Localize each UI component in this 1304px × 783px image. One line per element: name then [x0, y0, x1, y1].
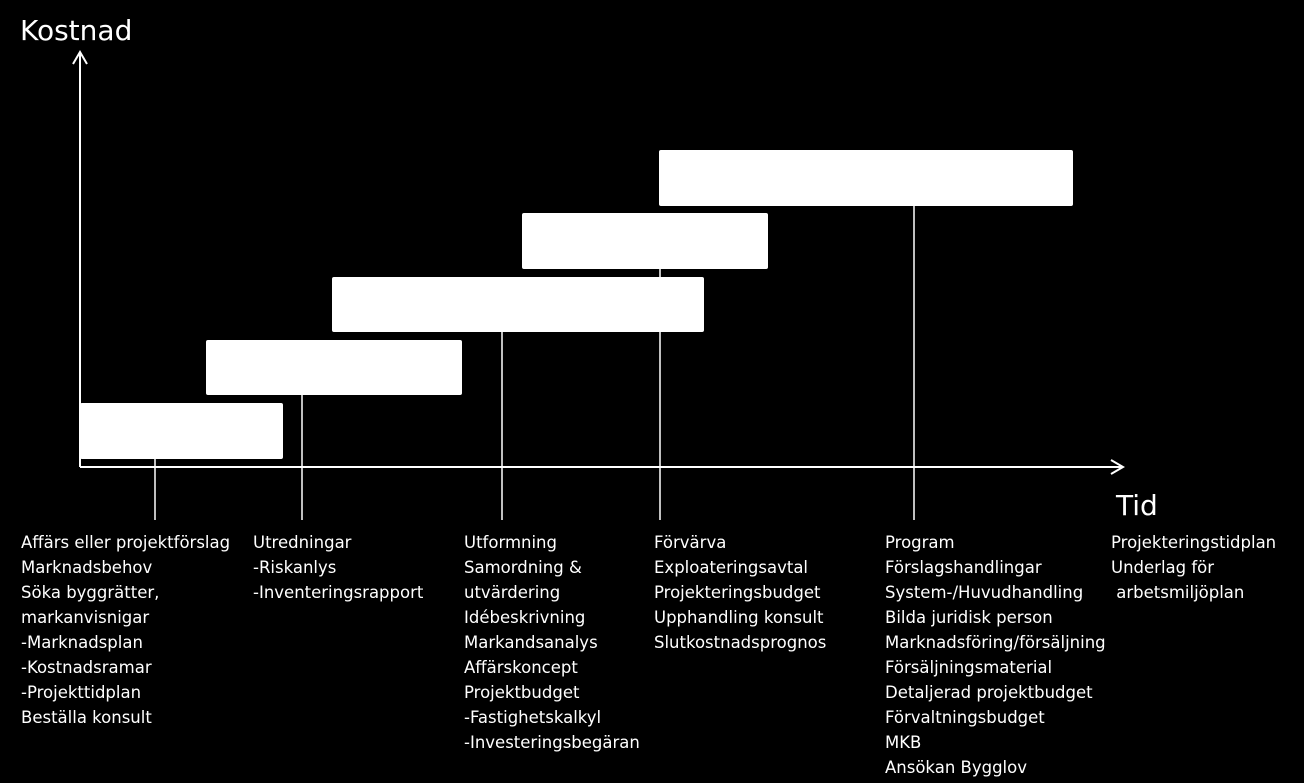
phase-5-line: Bilda juridisk person: [885, 608, 1053, 627]
phase-1-line: -Kostnadsramar: [21, 658, 152, 677]
phase-4-text: Förvärva Exploateringsavtal Projektering…: [654, 530, 826, 655]
phase-3-line: Markandsanalys: [464, 633, 598, 652]
phase-2-line: Utredningar: [253, 533, 352, 552]
phase-box-5: [659, 150, 1073, 206]
phase-5-line: System-/Huvudhandling: [885, 583, 1084, 602]
phase-1-line: -Projekttidplan: [21, 683, 142, 702]
phase-5-text: Program Förslagshandlingar System-/Huvud…: [885, 530, 1106, 780]
phase-5-line: Försäljningsmaterial: [885, 658, 1053, 677]
x-axis-arrowhead: [1110, 459, 1125, 475]
phase-5-line: Marknadsföring/försäljning: [885, 633, 1106, 652]
phase-3-line: Projektbudget: [464, 683, 580, 702]
phase-6-line: Projekteringstidplan: [1111, 533, 1277, 552]
phase-4-line: Upphandling konsult: [654, 608, 824, 627]
phase-4-line: Förvärva: [654, 533, 727, 552]
phase-3-line: utvärdering: [464, 583, 561, 602]
phase-1-line: Söka byggrätter,: [21, 583, 160, 602]
phase-6-text: Projekteringstidplan Underlag för arbets…: [1111, 530, 1276, 605]
phase-3-line: -Fastighetskalkyl: [464, 708, 602, 727]
phase-3-text: Utformning Samordning & utvärdering Idéb…: [464, 530, 640, 755]
phase-2-line: -Inventeringsrapport: [253, 583, 424, 602]
phase-3-line: Idébeskrivning: [464, 608, 586, 627]
phase-5-line: Förvaltningsbudget: [885, 708, 1045, 727]
phase-box-2: [206, 340, 462, 395]
phase-3-line: Samordning &: [464, 558, 582, 577]
phase-5-line: MKB: [885, 733, 922, 752]
phase-2-text: Utredningar -Riskanlys -Inventeringsrapp…: [253, 530, 423, 605]
phase-6-line: arbetsmiljöplan: [1111, 583, 1245, 602]
phase-4-line: Exploateringsavtal: [654, 558, 809, 577]
phase-1-line: markanvisnigar: [21, 608, 150, 627]
phase-box-1: [80, 403, 283, 459]
phase-3-line: Affärskoncept: [464, 658, 578, 677]
phase-5-line: Förslagshandlingar: [885, 558, 1042, 577]
x-axis-label: Tid: [1116, 489, 1158, 522]
y-axis-label: Kostnad: [20, 14, 133, 47]
phase-1-line: -Marknadsplan: [21, 633, 143, 652]
phase-3-line: -Investeringsbegäran: [464, 733, 640, 752]
phase-1-line: Affärs eller projektförslag: [21, 533, 231, 552]
phase-box-3: [332, 277, 704, 332]
phase-4-line: Slutkostnadsprognos: [654, 633, 827, 652]
phase-box-4: [522, 213, 768, 269]
phase-1-text: Affärs eller projektförslag Marknadsbeho…: [21, 530, 230, 730]
phase-5-line: Detaljerad projektbudget: [885, 683, 1093, 702]
phase-1-line: Beställa konsult: [21, 708, 152, 727]
phase-5-line: Ansökan Bygglov: [885, 758, 1027, 777]
phase-2-line: -Riskanlys: [253, 558, 337, 577]
y-axis-arrowhead: [72, 50, 88, 65]
phase-3-line: Utformning: [464, 533, 557, 552]
phase-4-line: Projekteringsbudget: [654, 583, 821, 602]
phase-5-line: Program: [885, 533, 955, 552]
phase-1-line: Marknadsbehov: [21, 558, 153, 577]
phase-6-line: Underlag för: [1111, 558, 1215, 577]
